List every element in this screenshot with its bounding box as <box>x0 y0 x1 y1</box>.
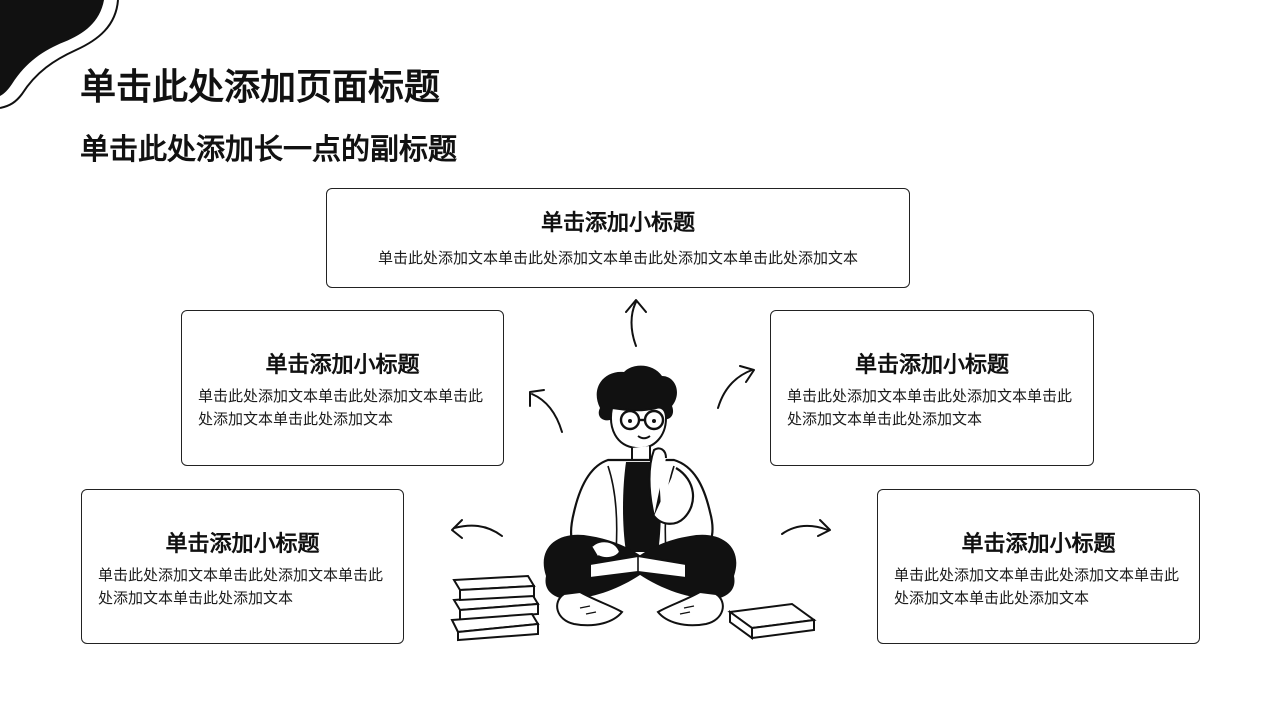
card-top-body[interactable]: 单击此处添加文本单击此处添加文本单击此处添加文本单击此处添加文本 <box>377 249 858 267</box>
card-bottom-left-body[interactable]: 单击此处添加文本单击此处添加文本单击此处添加文本单击此处添加文本 <box>98 566 384 607</box>
book-stack-icon <box>450 574 540 642</box>
card-top[interactable]: 单击添加小标题 单击此处添加文本单击此处添加文本单击此处添加文本单击此处添加文本 <box>326 188 910 288</box>
arrow-right-icon <box>781 519 831 537</box>
arrow-up-left-icon <box>529 389 563 433</box>
card-middle-right-body[interactable]: 单击此处添加文本单击此处添加文本单击此处添加文本单击此处添加文本 <box>787 387 1073 428</box>
card-middle-left-body[interactable]: 单击此处添加文本单击此处添加文本单击此处添加文本单击此处添加文本 <box>198 387 484 428</box>
book-icon <box>727 602 817 640</box>
page-subtitle[interactable]: 单击此处添加长一点的副标题 <box>80 132 458 166</box>
card-bottom-left-title[interactable]: 单击添加小标题 <box>165 532 320 557</box>
card-bottom-right-body[interactable]: 单击此处添加文本单击此处添加文本单击此处添加文本单击此处添加文本 <box>894 566 1180 607</box>
card-middle-right-title[interactable]: 单击添加小标题 <box>854 353 1009 378</box>
card-top-title[interactable]: 单击添加小标题 <box>540 211 695 236</box>
card-middle-left-title[interactable]: 单击添加小标题 <box>265 353 420 378</box>
arrow-up-right-icon <box>717 365 755 409</box>
card-bottom-right[interactable]: 单击添加小标题 单击此处添加文本单击此处添加文本单击此处添加文本单击此处添加文本 <box>877 489 1200 644</box>
card-middle-left[interactable]: 单击添加小标题 单击此处添加文本单击此处添加文本单击此处添加文本单击此处添加文本 <box>181 310 504 466</box>
card-bottom-left[interactable]: 单击添加小标题 单击此处添加文本单击此处添加文本单击此处添加文本单击此处添加文本 <box>81 489 404 644</box>
arrow-up-icon <box>625 299 647 347</box>
card-middle-right[interactable]: 单击添加小标题 单击此处添加文本单击此处添加文本单击此处添加文本单击此处添加文本 <box>770 310 1094 466</box>
arrow-left-icon <box>451 519 503 539</box>
card-bottom-right-title[interactable]: 单击添加小标题 <box>961 532 1116 557</box>
page-title[interactable]: 单击此处添加页面标题 <box>80 67 441 108</box>
student-reading-icon[interactable] <box>440 290 840 650</box>
corner-decoration-icon <box>0 0 119 109</box>
